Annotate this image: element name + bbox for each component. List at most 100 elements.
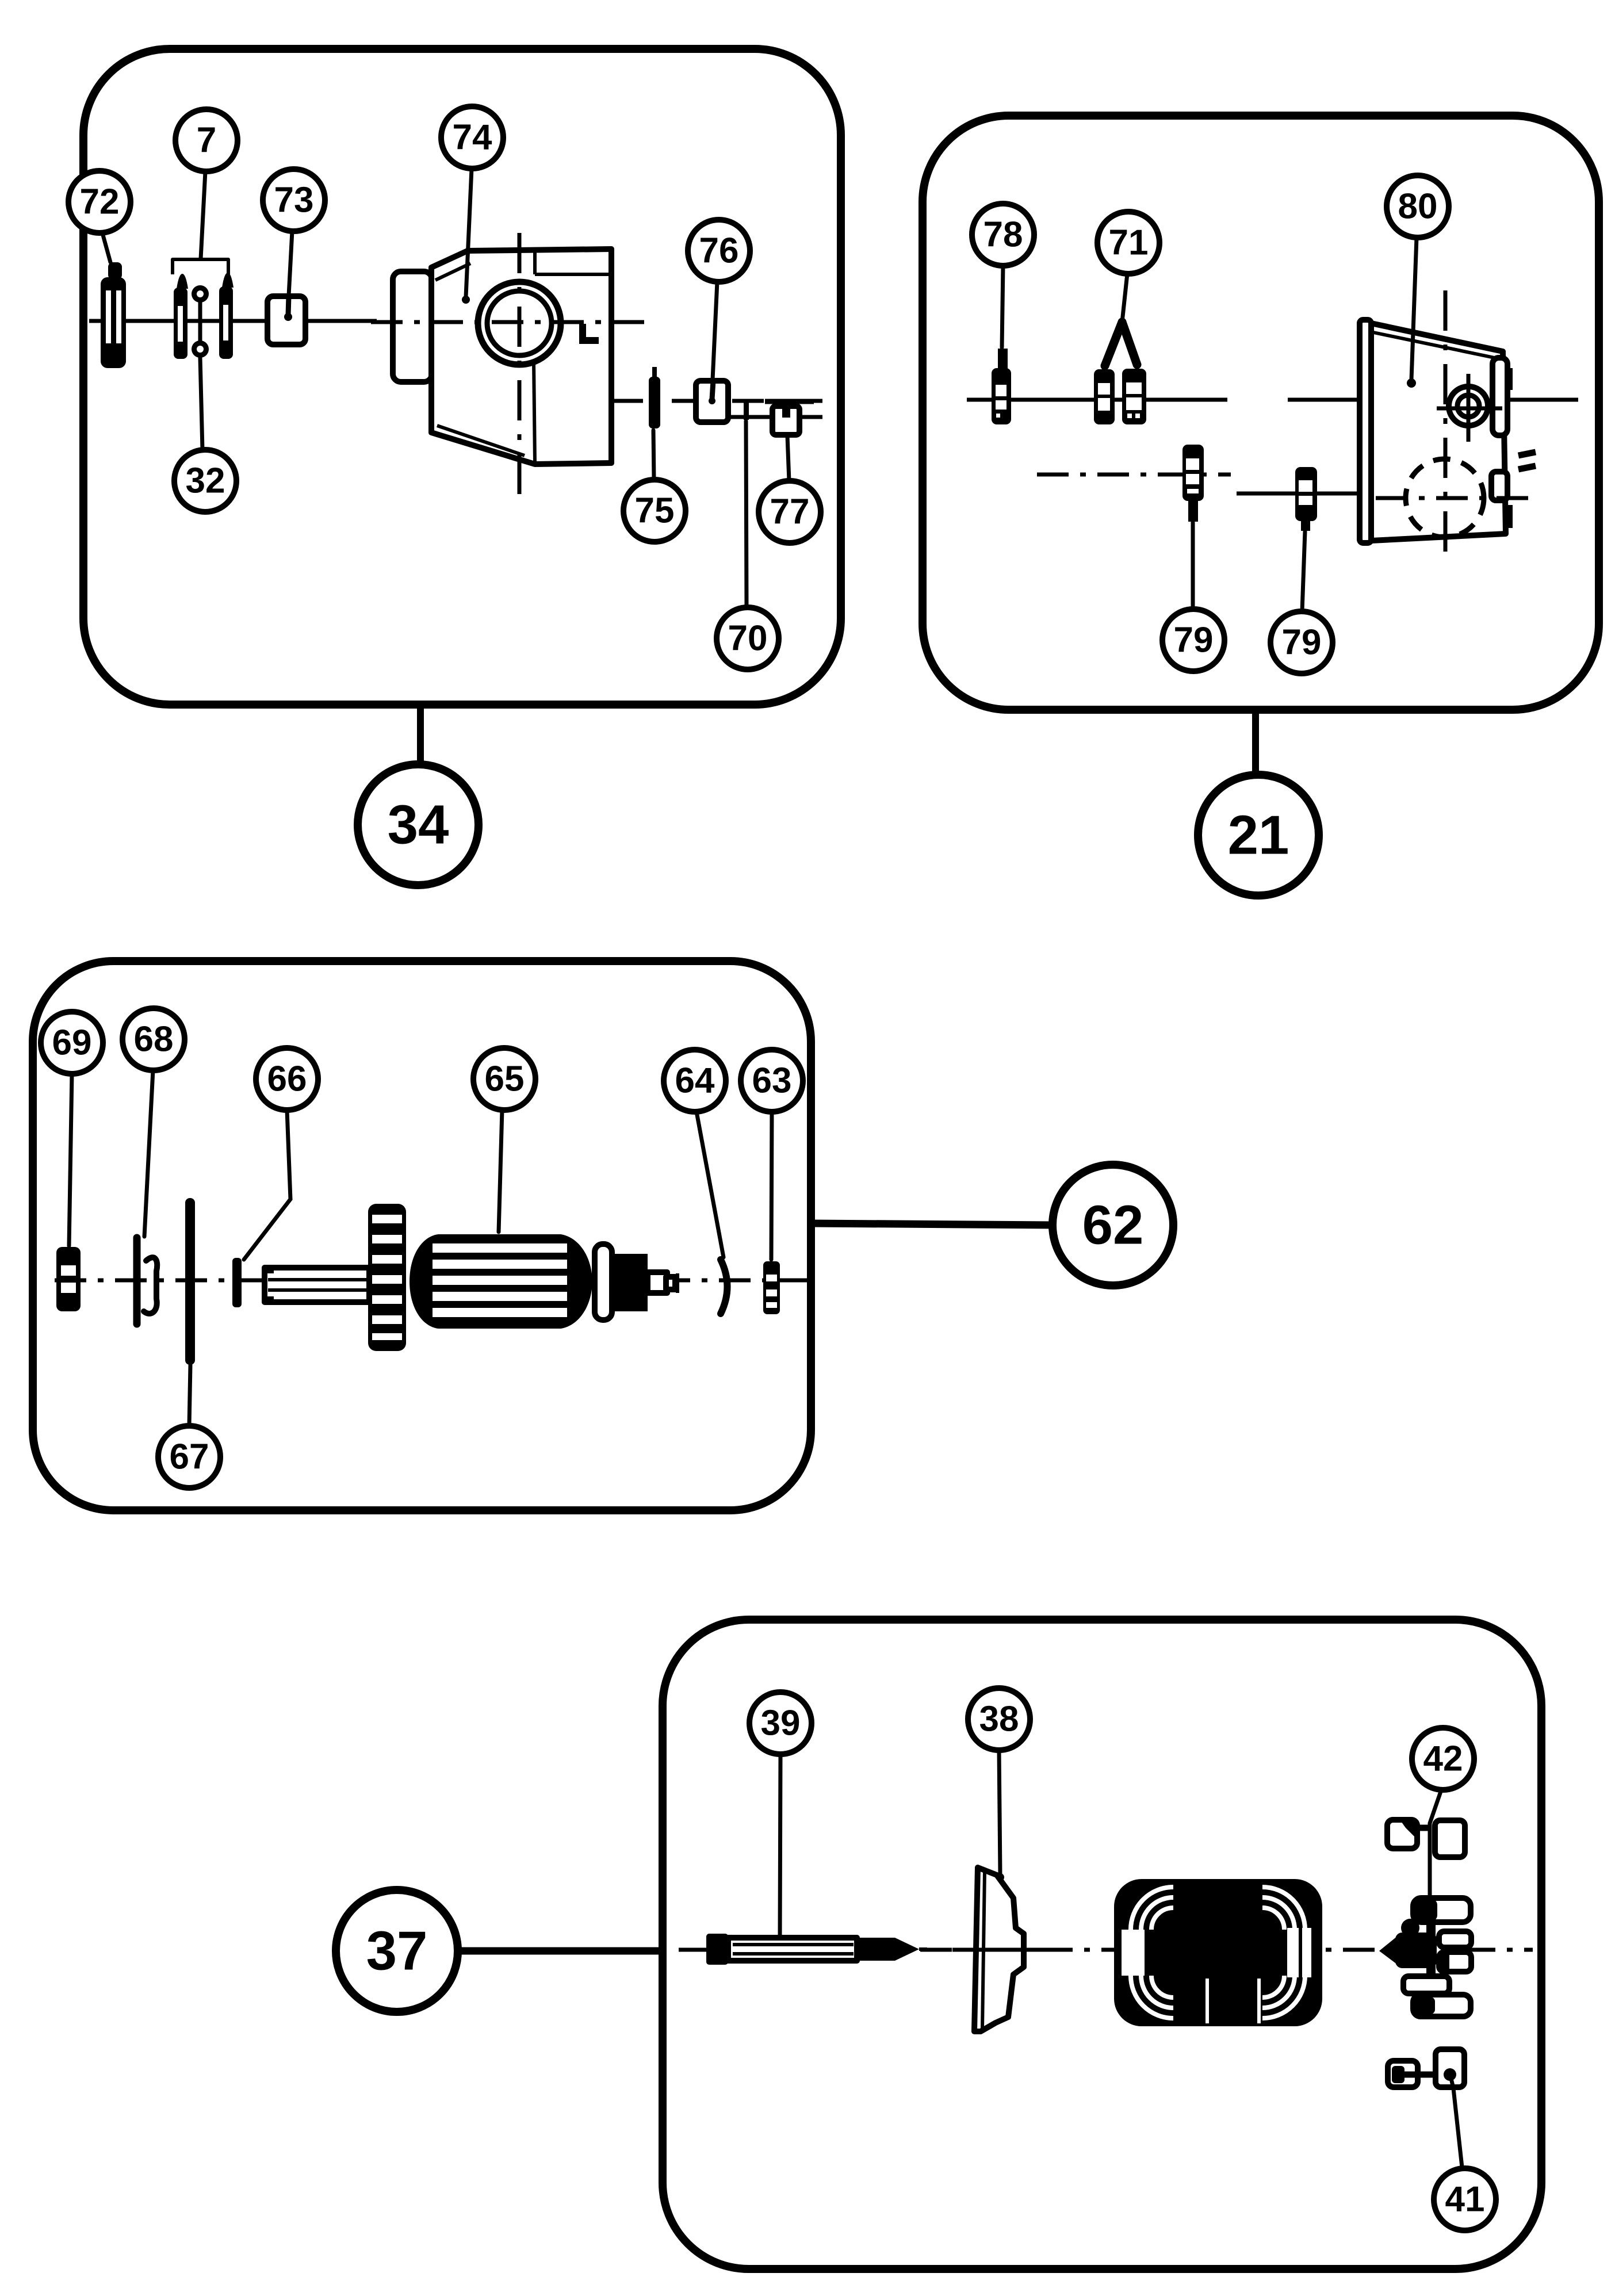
callout-74: 74 [438, 104, 506, 171]
callout-66: 66 [253, 1045, 321, 1113]
callout-79-left-label: 79 [1174, 621, 1214, 660]
callout-41-label: 41 [1445, 2180, 1485, 2220]
leader-79-right [1300, 529, 1307, 614]
callout-64: 64 [661, 1047, 729, 1115]
leader-75 [651, 428, 656, 482]
part-armature-shaft [262, 1265, 372, 1305]
part-71-terminal-pair [1094, 369, 1146, 424]
callout-75-label: 75 [635, 491, 675, 531]
callout-80: 80 [1384, 173, 1452, 240]
part-63-bearing [763, 1261, 780, 1314]
callout-76: 76 [685, 217, 753, 285]
group-37-balloon: 37 [332, 1886, 462, 2016]
part-70-ring [744, 403, 749, 420]
part-79-right [1295, 467, 1317, 531]
part-80-gearcase [1357, 290, 1537, 561]
leader-68 [142, 1068, 155, 1239]
part-64-curved-washer [717, 1256, 731, 1317]
callout-67: 67 [155, 1423, 223, 1491]
part-42-brush-holder [1379, 1817, 1474, 2019]
callout-79-left: 79 [1159, 606, 1227, 674]
callout-32-label: 32 [186, 461, 225, 501]
part-78-terminal [992, 349, 1011, 424]
group-62-connector [810, 1219, 1054, 1229]
callout-75: 75 [621, 477, 688, 545]
callout-32: 32 [171, 447, 239, 515]
callout-79-right-label: 79 [1282, 623, 1322, 663]
callout-66-label: 66 [267, 1059, 307, 1099]
callout-69: 69 [38, 1009, 106, 1077]
callout-76-label: 76 [699, 231, 739, 271]
callout-67-label: 67 [170, 1437, 209, 1477]
callout-68: 68 [120, 1005, 187, 1073]
callout-42-label: 42 [1423, 1739, 1463, 1779]
leader-77 [785, 434, 791, 483]
part-72-pin [101, 262, 126, 368]
leader-41 [1449, 2079, 1464, 2169]
leader-80 [1409, 235, 1419, 382]
leader-65 [496, 1108, 504, 1234]
callout-72-label: 72 [80, 182, 120, 222]
part-67-fan-disc [185, 1198, 195, 1365]
part-68-washer [133, 1234, 160, 1328]
callout-42: 42 [1409, 1725, 1477, 1793]
callout-65-label: 65 [485, 1059, 525, 1099]
part-pinion-gear [368, 1204, 406, 1351]
callout-7: 7 [173, 106, 240, 174]
callout-72: 72 [66, 168, 133, 236]
callout-63: 63 [738, 1047, 806, 1115]
callout-73: 73 [260, 166, 328, 234]
callout-68-label: 68 [134, 1020, 174, 1059]
part-75-pin [649, 367, 660, 428]
callout-65: 65 [470, 1045, 538, 1113]
panel-group-34: 72 7 73 74 76 32 75 77 [66, 45, 845, 889]
callout-39: 39 [747, 1689, 814, 1757]
panel-62-border [29, 957, 815, 1514]
callout-7-label: 7 [197, 121, 216, 160]
leader-38-dot [996, 1873, 1004, 1881]
callout-38-label: 38 [979, 1700, 1019, 1739]
group-62-label: 62 [1082, 1195, 1144, 1256]
panel-group-21: 78 71 80 79 79 21 [919, 112, 1603, 900]
group-34-label: 34 [388, 794, 449, 856]
leader-64 [694, 1109, 726, 1260]
panel-group-62: 69 68 66 65 64 63 67 62 [29, 957, 1177, 1514]
leader-71 [1100, 271, 1142, 370]
leader-76 [710, 280, 720, 382]
callout-69-label: 69 [52, 1023, 92, 1063]
leader-38 [997, 1748, 1002, 1876]
part-32-link [192, 285, 209, 358]
leader-74 [464, 166, 474, 299]
leader-74-dot [462, 296, 470, 304]
part-73-bearing-block [265, 293, 308, 347]
leader-70 [744, 419, 749, 610]
part-39-bolt [692, 1934, 927, 1965]
group-37-label: 37 [366, 1920, 428, 1982]
callout-39-label: 39 [761, 1704, 801, 1743]
part-65-armature [410, 1234, 679, 1329]
callout-71: 71 [1094, 209, 1162, 277]
callout-78: 78 [969, 201, 1037, 269]
callout-73-label: 73 [274, 181, 314, 220]
part-76-nut [693, 378, 731, 425]
callout-71-label: 71 [1109, 223, 1149, 263]
callout-77-label: 77 [770, 492, 810, 532]
leader-66 [242, 1108, 293, 1262]
part-41-brush-clip [1385, 2046, 1467, 2090]
leader-67 [187, 1363, 193, 1428]
callout-80-label: 80 [1398, 187, 1438, 227]
callout-64-label: 64 [675, 1061, 715, 1101]
callout-41: 41 [1431, 2165, 1499, 2233]
part-field-coil [1114, 1879, 1322, 2026]
part-74-gear-housing [390, 233, 614, 495]
part-79-left [1182, 445, 1204, 522]
group-21-label: 21 [1228, 805, 1289, 866]
leader-80-dot [1407, 378, 1416, 388]
group-62-balloon: 62 [1048, 1161, 1177, 1289]
part-38-end-plate [952, 1865, 1048, 2034]
callout-78-label: 78 [983, 215, 1023, 255]
callout-79-right: 79 [1268, 609, 1335, 676]
leader-32 [198, 355, 205, 452]
part-77-cap [765, 399, 814, 438]
